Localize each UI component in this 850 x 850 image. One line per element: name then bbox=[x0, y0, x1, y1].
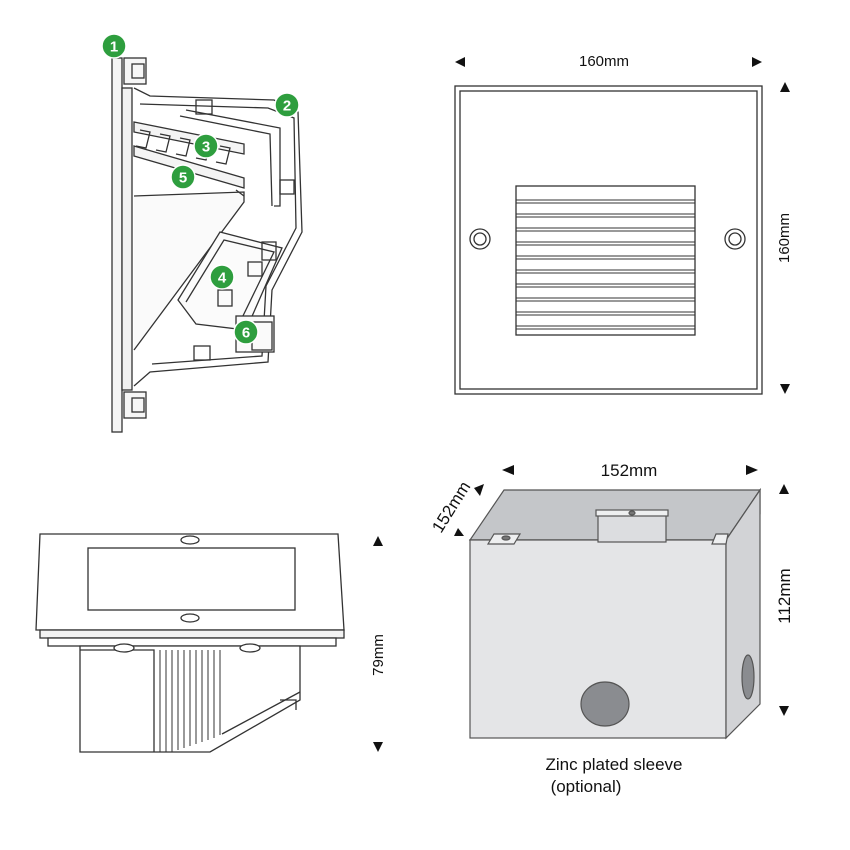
louver-window bbox=[515, 185, 696, 336]
marker-1: 1 bbox=[101, 33, 127, 59]
sleeve-knockout-front bbox=[580, 681, 630, 727]
svg-text:6: 6 bbox=[242, 325, 250, 342]
svg-text:4: 4 bbox=[218, 270, 227, 287]
svg-text:152mm: 152mm bbox=[601, 461, 658, 480]
side-depth-dimension: 79mm bbox=[370, 536, 387, 752]
reflector bbox=[133, 191, 245, 351]
front-width-dimension: 160mm bbox=[455, 53, 762, 70]
front-view bbox=[454, 85, 763, 395]
svg-text:5: 5 bbox=[179, 170, 187, 187]
front-height-dimension: 160mm bbox=[776, 82, 793, 394]
svg-text:160mm: 160mm bbox=[579, 53, 629, 70]
sleeve-knockout-side bbox=[741, 654, 755, 700]
faceplate bbox=[111, 57, 123, 433]
sleeve-height-dimension: 112mm bbox=[775, 484, 794, 716]
marker-3: 3 bbox=[193, 133, 219, 159]
louver-slats bbox=[516, 199, 695, 330]
cross-section-view bbox=[111, 57, 303, 433]
marker-6: 6 bbox=[233, 319, 259, 345]
svg-text:2: 2 bbox=[283, 98, 291, 115]
side-screw-top bbox=[180, 535, 200, 545]
side-view bbox=[35, 533, 345, 753]
sleeve-caption-line1: Zinc plated sleeve bbox=[545, 755, 682, 774]
marker-2: 2 bbox=[274, 92, 300, 118]
sleeve-caption-line2: (optional) bbox=[551, 777, 622, 796]
svg-text:3: 3 bbox=[202, 139, 210, 156]
screw-block-top bbox=[123, 57, 147, 85]
side-screw-bottom bbox=[180, 613, 200, 623]
svg-text:112mm: 112mm bbox=[775, 568, 794, 623]
svg-text:79mm: 79mm bbox=[370, 634, 387, 676]
screw-left bbox=[469, 228, 491, 250]
screw-right bbox=[724, 228, 746, 250]
side-fins bbox=[159, 650, 221, 752]
svg-text:1: 1 bbox=[110, 39, 118, 56]
marker-4: 4 bbox=[209, 264, 235, 290]
sleeve-box bbox=[468, 488, 762, 740]
svg-text:160mm: 160mm bbox=[776, 213, 793, 263]
side-window bbox=[87, 547, 296, 611]
screw-block-bottom bbox=[123, 391, 147, 419]
housing-outline bbox=[133, 87, 303, 387]
svg-text:152mm: 152mm bbox=[428, 478, 474, 536]
front-plate-inner bbox=[459, 90, 758, 390]
sleeve-depth-dimension: 152mm bbox=[428, 478, 484, 536]
marker-5: 5 bbox=[170, 164, 196, 190]
sleeve-width-dimension: 152mm bbox=[502, 461, 758, 480]
